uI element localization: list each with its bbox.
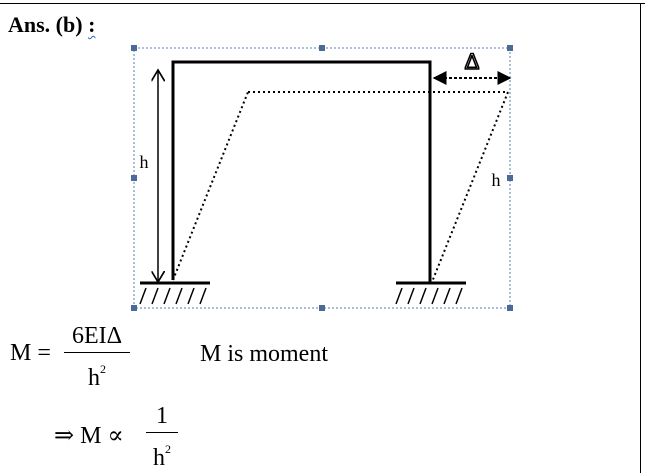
equation1-note: M is moment: [200, 341, 329, 367]
left-support-hatching: [139, 287, 207, 305]
equation2-lhs: ⇒ M ∝: [54, 423, 124, 449]
equation1-fraction: 6EIΔ h2: [64, 322, 130, 392]
equation1-denominator-base: h: [88, 365, 100, 391]
deflected-left-column: [172, 91, 249, 281]
selection-handle-top-right[interactable]: [507, 45, 513, 51]
left-height-label: h: [140, 152, 149, 172]
selection-handle-bottom-right[interactable]: [507, 305, 513, 311]
equation2-numerator: 1: [156, 403, 168, 429]
equation2-fraction-bar: [146, 432, 178, 433]
answer-heading: Ans. (b) :: [8, 12, 95, 38]
right-height-label: h: [492, 170, 501, 190]
selection-frame[interactable]: [133, 47, 511, 309]
equation1-fraction-bar: [64, 352, 130, 353]
equation1-numerator: 6EIΔ: [71, 323, 123, 349]
left-height-label-box: [136, 150, 152, 172]
top-border-rule: [0, 3, 645, 4]
original-frame: [171, 60, 432, 282]
equation1-denominator-exponent: 2: [100, 362, 106, 376]
answer-colon: :: [88, 12, 96, 37]
selection-handle-top-middle[interactable]: [319, 45, 325, 51]
right-height-label-box: [487, 168, 503, 190]
deflected-right-column: [431, 91, 509, 283]
selection-handle-middle-right[interactable]: [507, 175, 513, 181]
answer-label: Ans. (b): [8, 12, 83, 37]
equation1-lhs: M =: [10, 340, 51, 366]
equation2-denominator: h2: [146, 435, 178, 472]
right-support-hatching: [395, 287, 463, 305]
delta-label: Δ: [465, 49, 480, 74]
equation1-denominator: h2: [64, 355, 130, 392]
right-border-rule: [640, 3, 641, 473]
selection-handle-top-left[interactable]: [131, 45, 137, 51]
equation2-fraction: 1 h2: [146, 402, 178, 472]
equation2-denominator-base: h: [153, 445, 165, 471]
equation2-denominator-exponent: 2: [165, 442, 171, 456]
selection-handle-middle-left[interactable]: [131, 175, 137, 181]
selection-handle-bottom-left[interactable]: [131, 305, 137, 311]
selection-handle-bottom-middle[interactable]: [319, 305, 325, 311]
delta-label-box: [455, 50, 489, 72]
